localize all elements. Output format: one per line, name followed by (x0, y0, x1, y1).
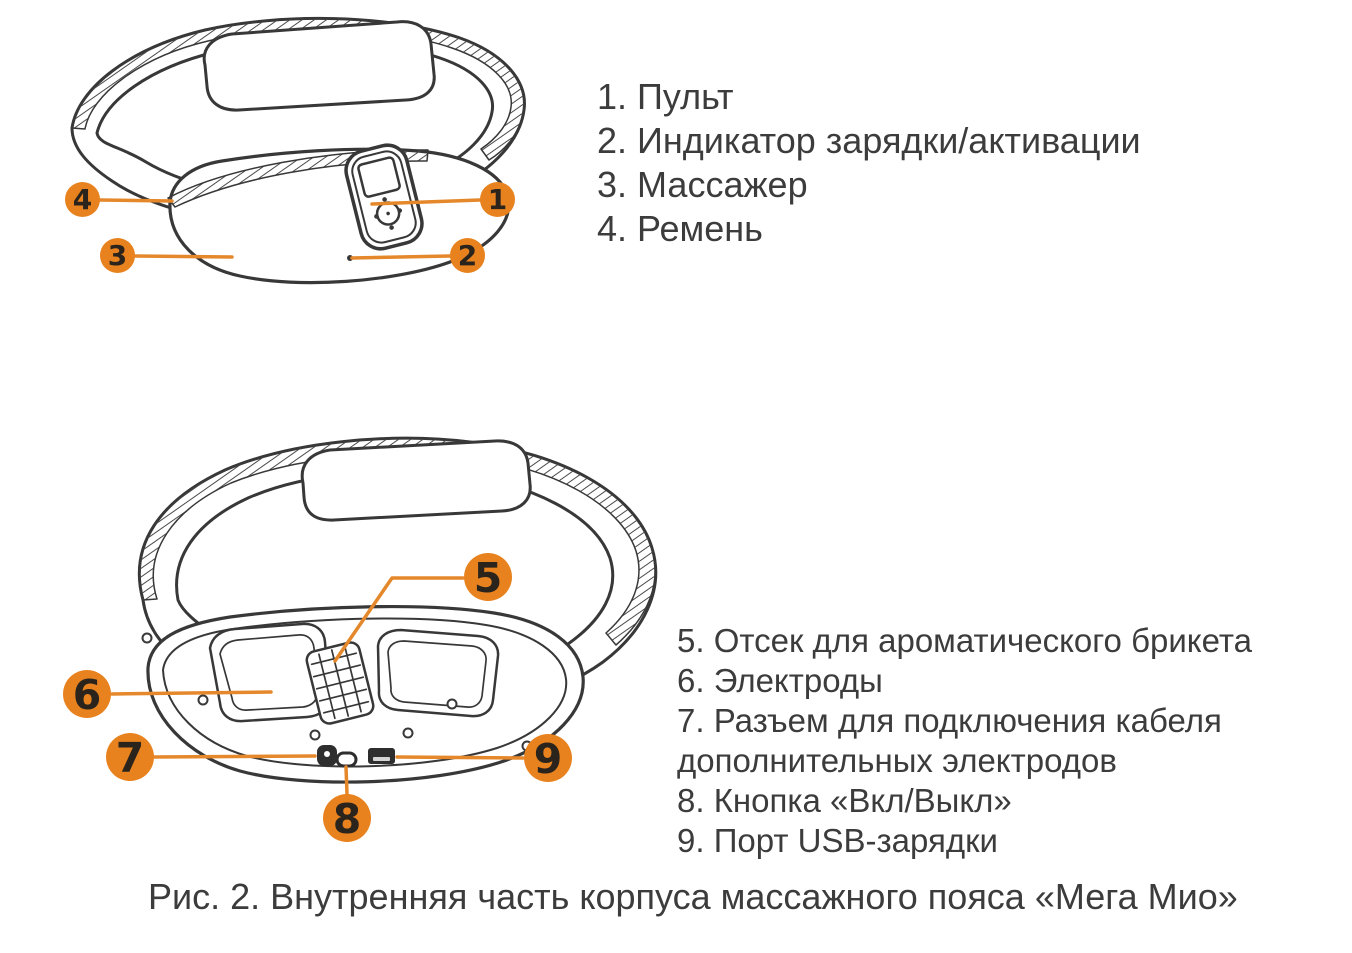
jack-connector (317, 745, 337, 766)
figure-caption: Рис. 2. Внутренняя часть корпуса массажн… (148, 876, 1238, 917)
remote-control (344, 143, 424, 251)
leader-line-1 (370, 198, 482, 206)
callout-badge-7: 7 (106, 733, 154, 782)
leader-line-5 (333, 576, 465, 663)
usb-port (368, 748, 395, 764)
electrode-right (376, 628, 500, 718)
legend-item-1: 1. Пульт (597, 76, 734, 117)
leader-line-6 (110, 690, 273, 696)
leader-line-4 (98, 198, 174, 203)
callout-badge-2: 2 (450, 238, 485, 273)
legend-bottom: 5. Отсек для ароматического брикета 6. Э… (677, 621, 1317, 861)
legend-item-3: 3. Массажер (597, 164, 808, 205)
leader-line-3 (133, 254, 234, 259)
callout-badge-3: 3 (100, 238, 135, 273)
strap-hatching-bottom (138, 437, 656, 646)
callout-badge-9: 9 (524, 734, 572, 783)
callout-leader-lines (98, 198, 525, 796)
legend-item-7: 7. Разъем для подключения кабеля дополни… (677, 702, 1222, 779)
back-pad-bottom (300, 439, 532, 522)
remote-screen (357, 156, 401, 198)
callout-badge-5: 5 (464, 553, 512, 602)
screw-holes (141, 632, 533, 752)
leader-line-8 (344, 765, 349, 796)
back-pad (202, 20, 436, 112)
callout-badge-8: 8 (323, 794, 371, 843)
legend-item-2: 2. Индикатор зарядки/активации (597, 120, 1141, 161)
leader-line-7 (152, 754, 317, 759)
leader-line-9 (395, 755, 525, 760)
aroma-compartment-grid (305, 641, 375, 725)
callout-badge-6: 6 (63, 670, 111, 719)
legend-item-5: 5. Отсек для ароматического брикета (677, 622, 1252, 659)
legend-item-8: 8. Кнопка «Вкл/Выкл» (677, 782, 1012, 819)
belt-front-drawing (70, 16, 526, 285)
belt-inner-drawing (137, 436, 658, 784)
legend-item-9: 9. Порт USB-зарядки (677, 822, 998, 859)
leader-line-2 (350, 254, 452, 260)
legend-item-6: 6. Электроды (677, 662, 883, 699)
power-button (335, 751, 358, 768)
legend-top: 1. Пульт 2. Индикатор зарядки/активации … (597, 75, 1217, 251)
legend-item-4: 4. Ремень (597, 208, 763, 249)
callout-badge-4: 4 (65, 182, 100, 217)
callout-badge-1: 1 (480, 182, 515, 217)
